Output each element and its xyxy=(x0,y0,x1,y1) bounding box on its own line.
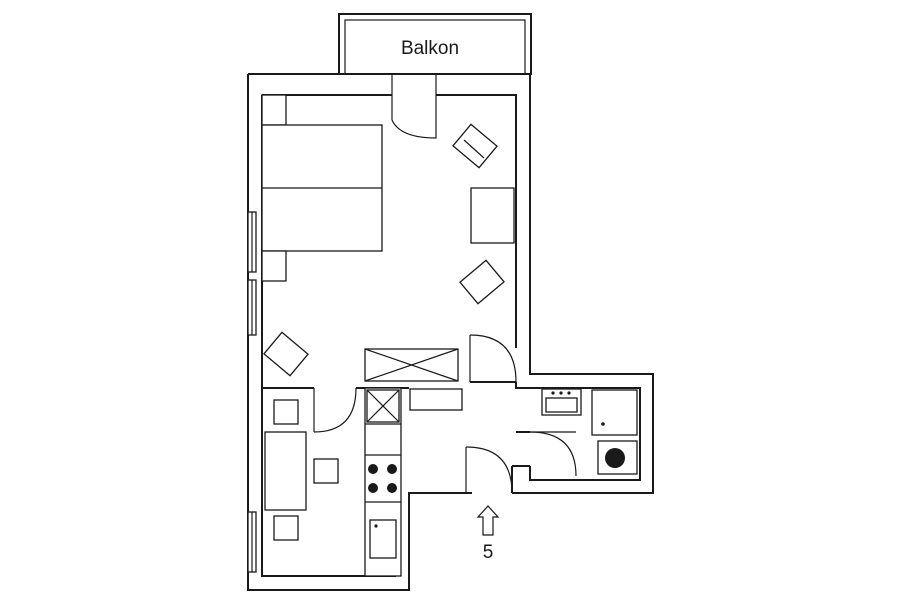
wardrobe xyxy=(364,348,459,382)
balcony-label: Balkon xyxy=(401,38,459,59)
chair-right xyxy=(313,458,339,484)
window-living xyxy=(247,279,257,336)
bathroom-door xyxy=(516,431,577,477)
bathroom-sink xyxy=(541,388,582,416)
window-bedroom xyxy=(247,211,257,273)
toilet xyxy=(597,440,638,475)
entrance-door xyxy=(465,446,530,494)
armchair-top-right xyxy=(452,123,498,169)
outer-walls xyxy=(247,73,654,591)
side-table xyxy=(470,187,515,244)
door-living-hall xyxy=(469,334,517,383)
bed xyxy=(261,94,383,282)
shower-tray xyxy=(591,389,638,436)
stove-hob xyxy=(368,464,397,493)
balcony-door xyxy=(391,74,437,139)
window-kitchen xyxy=(247,511,257,573)
dining-table xyxy=(264,431,307,511)
armchair-mid-right xyxy=(459,259,505,305)
hall-shelf xyxy=(409,388,463,411)
chair-top xyxy=(273,399,299,425)
balcony: Balkon xyxy=(338,13,532,75)
entrance-arrow-icon xyxy=(476,505,500,536)
chair-bottom xyxy=(273,515,299,541)
entrance-number: 5 xyxy=(483,542,494,563)
kitchen-sink xyxy=(369,519,397,559)
armchair-left xyxy=(263,331,309,377)
